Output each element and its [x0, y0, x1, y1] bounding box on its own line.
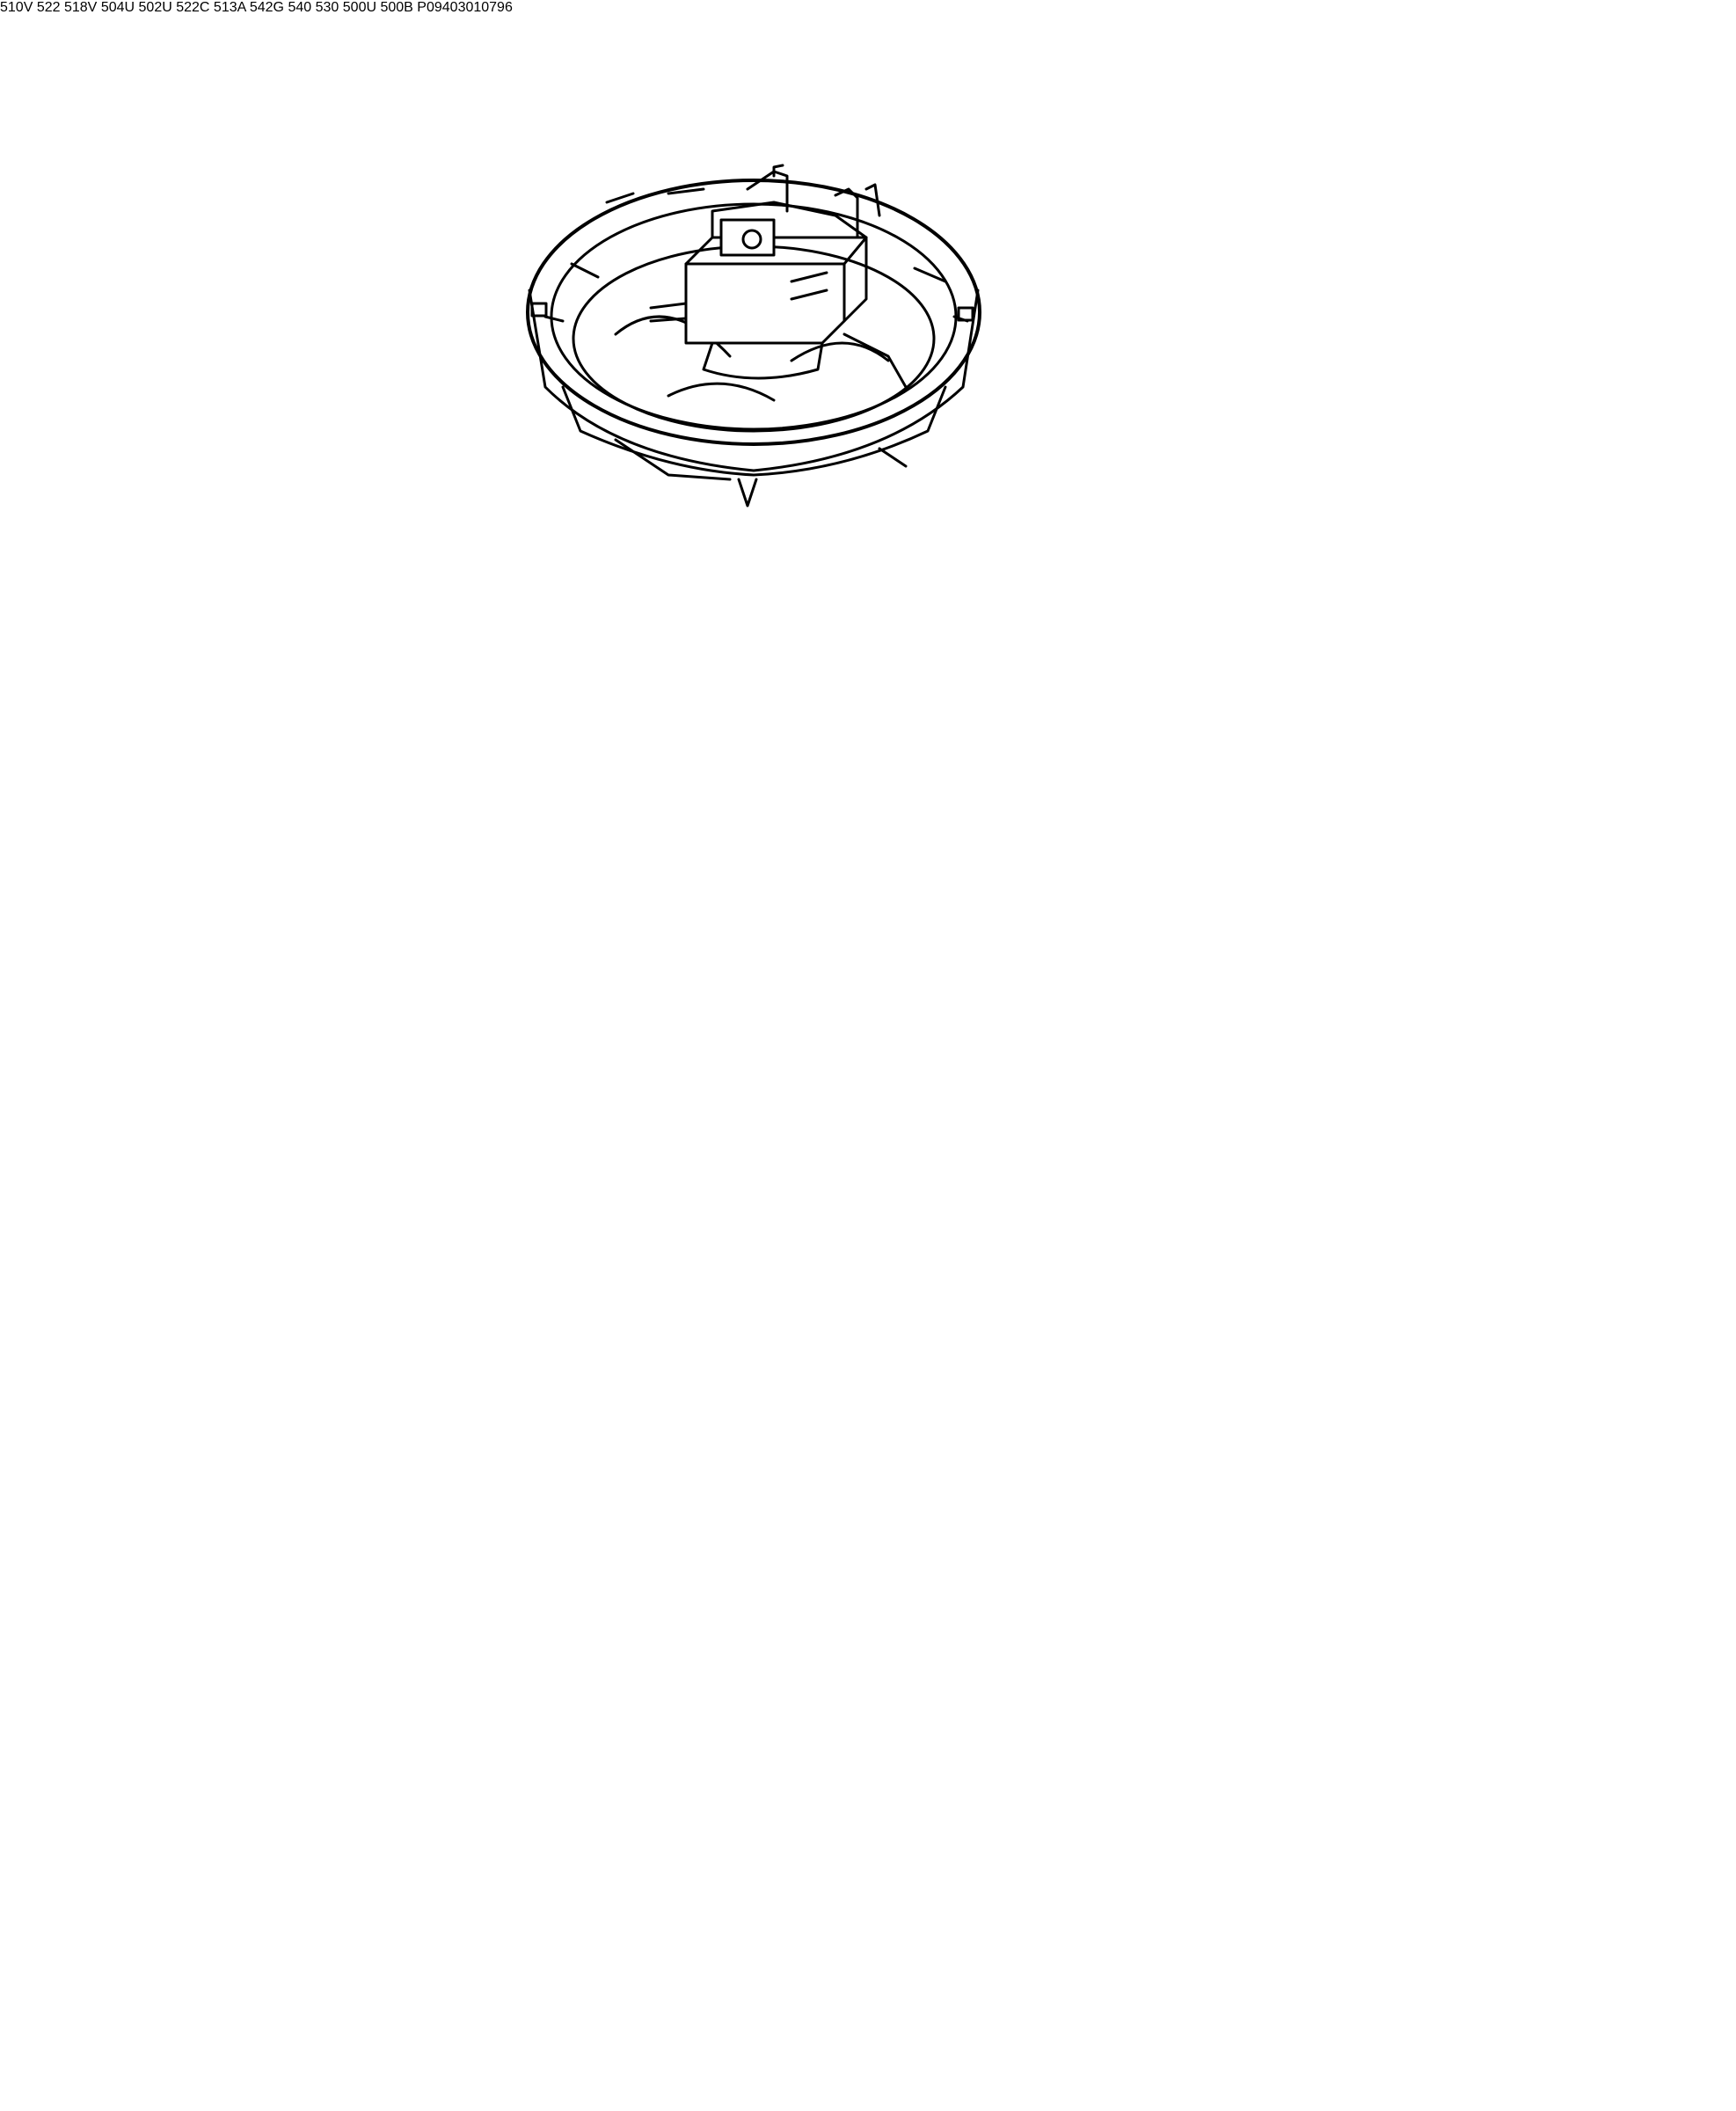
- label-500B: 500B: [380, 0, 413, 15]
- label-540: 540: [288, 0, 312, 15]
- label-518V: 518V: [63, 0, 98, 15]
- label-522: 522: [36, 0, 61, 15]
- document-number: P09403010796: [417, 0, 513, 15]
- label-530: 530: [315, 0, 339, 15]
- fan-motor-assembly: [526, 164, 981, 508]
- label-513A: 513A: [213, 0, 246, 15]
- label-500U: 500U: [342, 0, 377, 15]
- label-502U: 502U: [138, 0, 172, 15]
- label-510V: 510V: [0, 0, 33, 15]
- label-542G: 542G: [249, 0, 284, 15]
- label-522C: 522C: [176, 0, 210, 15]
- label-504U: 504U: [100, 0, 135, 15]
